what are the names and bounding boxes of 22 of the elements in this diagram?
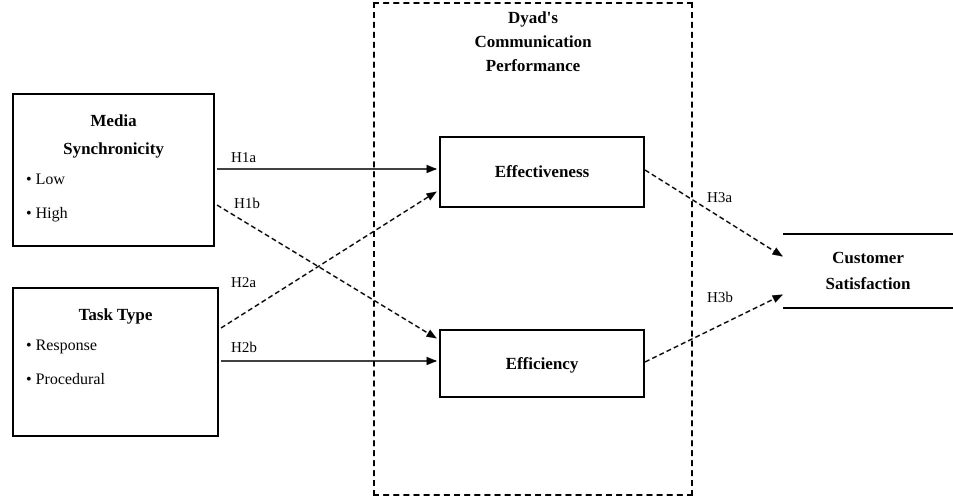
arrow <box>221 356 438 366</box>
arrow <box>644 294 783 363</box>
bullet-item: • Response <box>26 336 98 356</box>
bullet-item: • Low <box>26 170 66 190</box>
box-label: Customer Satisfaction <box>824 247 912 295</box>
outcome-box <box>783 233 953 309</box>
arrow <box>216 204 437 339</box>
bullet-item: • Procedural <box>26 370 106 390</box>
construct-box <box>439 136 645 208</box>
bullet-item: • High <box>26 204 69 224</box>
box-label: Efficiency <box>506 352 578 375</box>
box-heading: Media Synchronicity <box>62 110 165 160</box>
construct-box <box>439 329 645 398</box>
arrow <box>644 169 783 257</box>
variable-box <box>12 287 219 437</box>
group-heading: Dyad's Communication Performance <box>473 7 593 77</box>
variable-box <box>12 93 215 247</box>
box-label: Effectiveness <box>494 161 590 184</box>
arrow <box>217 164 438 174</box>
box-heading: Task Type <box>78 304 154 326</box>
arrow <box>220 191 437 329</box>
dashed-group-frame <box>373 2 693 496</box>
